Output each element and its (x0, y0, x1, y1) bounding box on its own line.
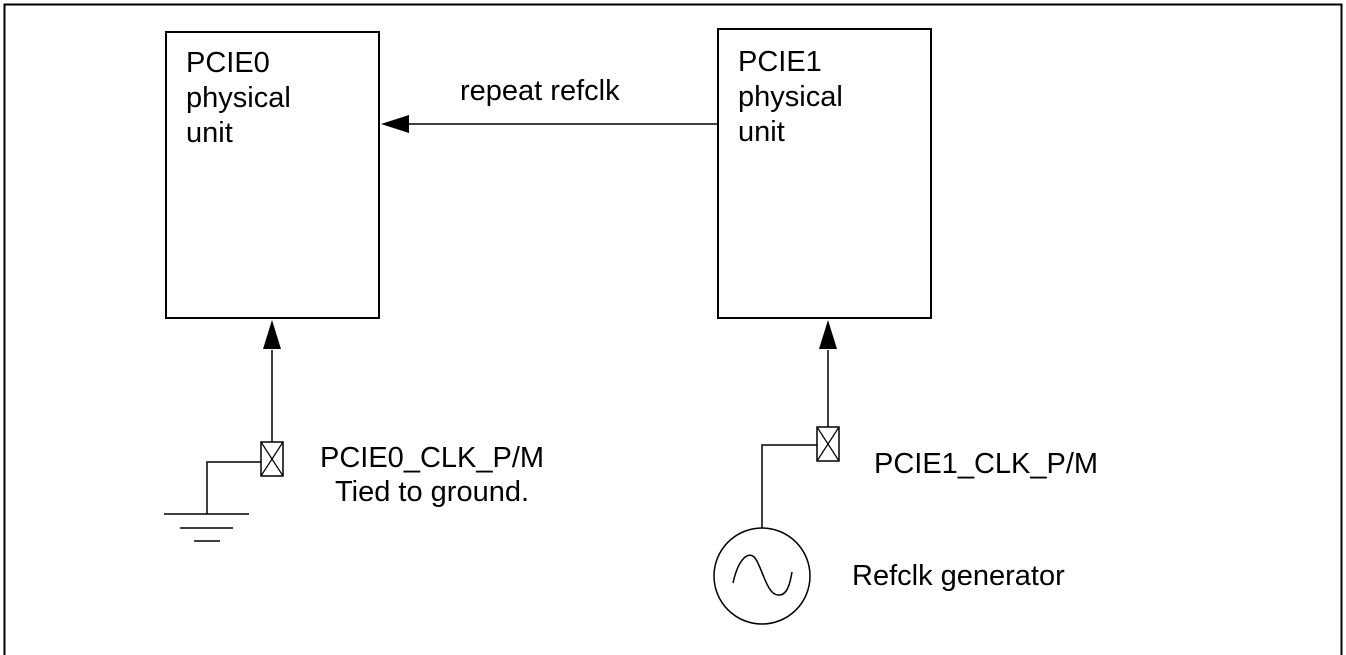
generator-wire (761, 444, 817, 529)
pcie1-clk-arrowhead (819, 320, 837, 349)
diagram-frame (3, 3, 1343, 655)
pcie0-unit-label: PCIE0 physical unit (186, 46, 291, 151)
pcie0-clk-arrowhead (263, 320, 281, 349)
pcie1-title-line1: PCIE1 (738, 46, 822, 78)
sine-wave-source-icon (713, 527, 811, 625)
repeat-refclk-arrowhead (381, 115, 409, 133)
pcie1-title-line3: unit (738, 116, 785, 148)
ground-wire (206, 461, 261, 514)
repeat-refclk-label: repeat refclk (460, 75, 620, 107)
pcie1-unit-box (717, 28, 932, 319)
pcie1-clk-pin-label: PCIE1_CLK_P/M (874, 448, 1099, 480)
pcie0-title-line2: physical (186, 82, 291, 114)
ground-symbol-icon (164, 513, 249, 542)
pcie0-clk-note: Tied to ground. (335, 476, 530, 508)
pcie0-clk-labels: PCIE0_CLK_P/M Tied to ground. (320, 441, 544, 509)
pcie0-clk-pin-label: PCIE0_CLK_P/M (320, 442, 545, 474)
crossed-square-pin-icon (816, 426, 840, 462)
crossed-square-pin-icon (260, 441, 284, 477)
pcie1-unit-label: PCIE1 physical unit (738, 45, 843, 150)
pcie0-title-line3: unit (186, 117, 233, 149)
pcie1-title-line2: physical (738, 81, 843, 113)
pcie0-title-line1: PCIE0 (186, 47, 270, 79)
refclk-generator-label: Refclk generator (852, 560, 1065, 592)
pcie0-unit-box (165, 31, 380, 319)
